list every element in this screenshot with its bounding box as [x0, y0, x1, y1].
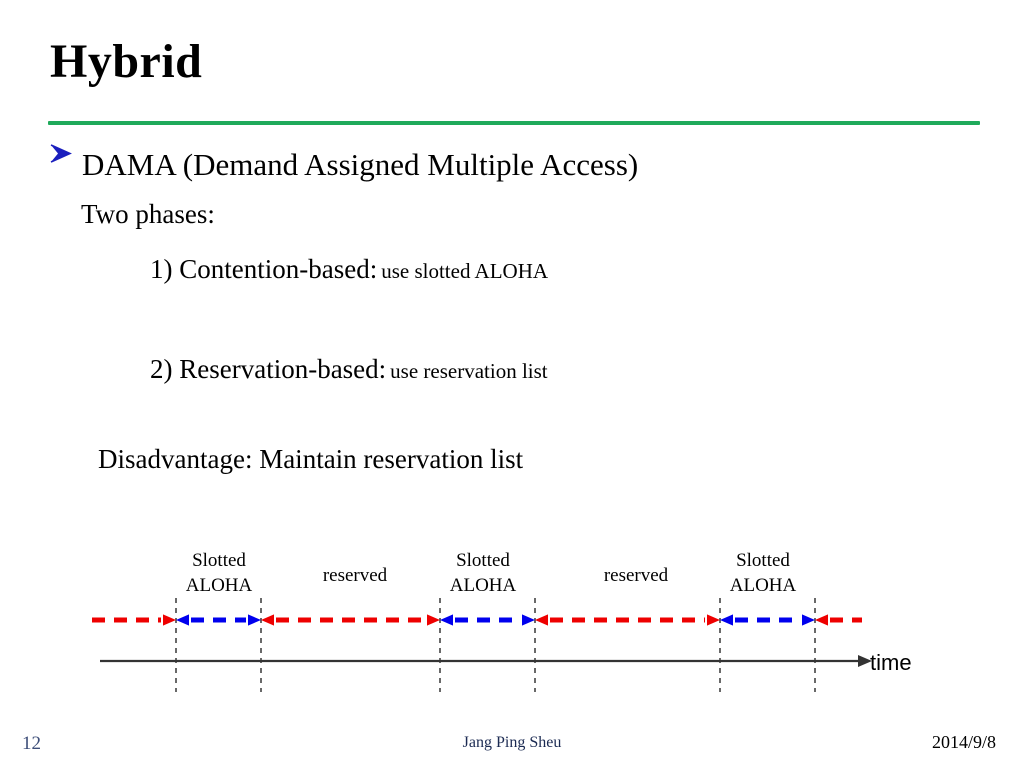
- list-item-contention-based: 1) Contention-based: use slotted ALOHA: [150, 252, 548, 291]
- reserved-segment-2-right-arrowhead: [707, 614, 720, 626]
- footer-page-number: 12: [22, 733, 41, 754]
- diagram-label-slotted-aloha-2: Slotted ALOHA: [449, 550, 517, 596]
- slotted-segment-1-right-arrowhead: [248, 614, 261, 626]
- slotted-segment-1-left-arrowhead: [176, 614, 189, 626]
- reserved-segment-1-right-arrowhead: [427, 614, 440, 626]
- reserved-segment-1-left-arrowhead: [261, 614, 274, 626]
- two-phases-label: Two phases:: [81, 199, 215, 229]
- bullet-text-dama: DAMA (Demand Assigned Multiple Access): [82, 147, 639, 182]
- reserved-segment-2-left-arrowhead: [535, 614, 548, 626]
- slotted-segment-2-right-arrowhead: [522, 614, 535, 626]
- item-1-detail: use slotted ALOHA: [381, 259, 549, 283]
- item-2-label: 2) Reservation-based:: [150, 354, 387, 384]
- reserved-segment-0-right-arrowhead: [163, 614, 176, 626]
- footer-date: 2014/9/8: [931, 732, 996, 752]
- diagram-label-reserved-1: reserved: [322, 565, 388, 586]
- title-divider-rule: [48, 121, 980, 125]
- list-item-reservation-based: 2) Reservation-based: use reservation li…: [150, 352, 548, 391]
- chevron-arrow-bullet-icon: [48, 144, 82, 175]
- item-1-label: 1) Contention-based:: [150, 254, 378, 284]
- bullet-row-dama: DAMA (Demand Assigned Multiple Access): [48, 144, 639, 184]
- disadvantage-label: Disadvantage: Maintain reservation list: [98, 444, 524, 474]
- diagram-label-slotted-aloha-3: Slotted ALOHA: [729, 550, 797, 596]
- footer-author: Jang Ping Sheu: [462, 734, 562, 751]
- time-axis: [100, 655, 872, 667]
- reserved-segment-3-left-arrowhead: [815, 614, 828, 626]
- slotted-segment-3-right-arrowhead: [802, 614, 815, 626]
- time-axis-label: time: [870, 650, 912, 675]
- slotted-segment-2-left-arrowhead: [440, 614, 453, 626]
- slotted-segment-3-left-arrowhead: [720, 614, 733, 626]
- phase-divider-lines: [175, 598, 816, 692]
- item-2-detail: use reservation list: [390, 359, 548, 383]
- page-title: Hybrid: [50, 35, 203, 88]
- diagram-label-reserved-2: reserved: [603, 565, 669, 586]
- diagram-label-slotted-aloha-1: Slotted ALOHA: [185, 550, 253, 596]
- phase-arrow-segments: [92, 614, 862, 626]
